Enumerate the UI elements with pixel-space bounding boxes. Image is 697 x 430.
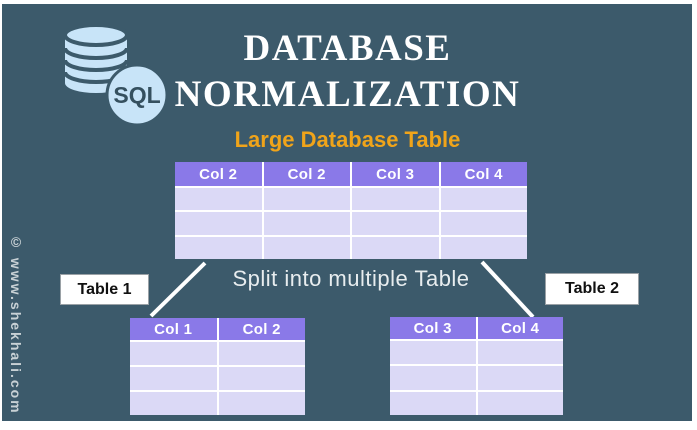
sql-badge-icon: SQL (105, 63, 169, 127)
large-table-header-cell: Col 2 (263, 162, 350, 186)
table-cell (352, 212, 439, 235)
table-cell (263, 212, 350, 235)
table-cell (440, 188, 527, 211)
table-cell (477, 366, 563, 390)
table1-label-box: Table 1 (60, 274, 149, 305)
title-line-2: NORMALIZATION (174, 74, 521, 115)
table-cell (263, 236, 350, 259)
table-cell (218, 392, 305, 415)
large-table-header-cell: Col 3 (352, 162, 439, 186)
table-cell (390, 341, 476, 365)
table-cell (130, 342, 217, 365)
table-cell (130, 367, 217, 390)
database-sql-icon: SQL (63, 23, 169, 127)
table-cell (263, 188, 350, 211)
table2-label-box: Table 2 (545, 273, 639, 305)
large-table-header-cell: Col 4 (440, 162, 527, 186)
table2-header-cell: Col 3 (390, 317, 476, 339)
table-cell (390, 391, 476, 415)
table-cell (352, 236, 439, 259)
table-cell (390, 366, 476, 390)
table2-header-cell: Col 4 (477, 317, 563, 339)
large-table-caption: Large Database Table (234, 127, 461, 152)
table-cell (477, 391, 563, 415)
large-database-table: Col 2 Col 2 Col 3 Col 4 (175, 162, 527, 259)
title-line-1: DATABASE (243, 28, 452, 69)
table-cell (218, 367, 305, 390)
split-caption: Split into multiple Table (232, 266, 470, 291)
table-cell (440, 236, 527, 259)
database-icon (63, 23, 129, 93)
page-title: DATABASE NORMALIZATION (140, 26, 555, 118)
table1-header-cell: Col 2 (218, 318, 305, 340)
split-table-2: Col 3 Col 4 (390, 317, 563, 415)
table-cell (477, 341, 563, 365)
table1-header-cell: Col 1 (130, 318, 217, 340)
table-cell (440, 212, 527, 235)
split-table-1: Col 1 Col 2 (130, 318, 305, 415)
sql-badge-label: SQL (113, 82, 160, 108)
large-table-header-cell: Col 2 (175, 162, 262, 186)
table-cell (175, 188, 262, 211)
table-cell (175, 236, 262, 259)
table-cell (130, 392, 217, 415)
watermark: © www.shekhali.com (8, 234, 24, 415)
table-cell (175, 212, 262, 235)
table-cell (352, 188, 439, 211)
table-cell (218, 342, 305, 365)
